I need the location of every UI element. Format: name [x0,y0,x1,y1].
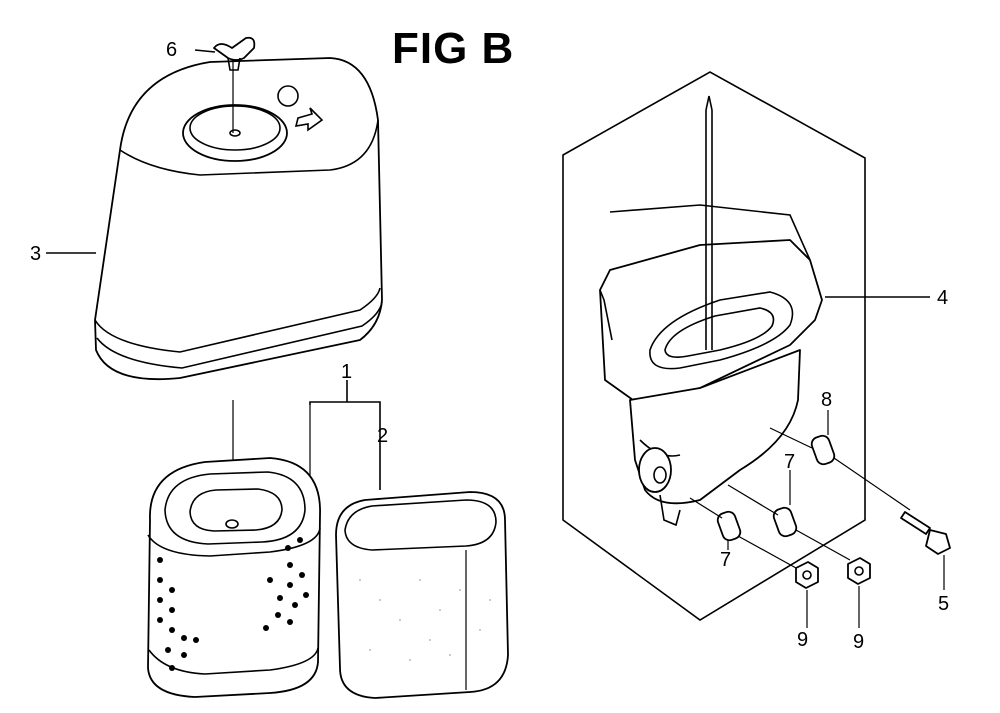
foam-pre-filter [335,491,509,699]
wing-nut [194,36,256,71]
callout-7-upper: 7 [784,451,796,473]
callout-9-right: 9 [853,631,865,653]
callout-6: 6 [166,39,178,61]
callout-1: 1 [341,361,353,383]
callout-3: 3 [30,243,42,265]
air-cleaner-case [599,95,823,527]
bolt-5 [900,511,951,590]
nut-9-left [795,561,819,628]
callout-8: 8 [821,389,833,411]
collar-7-lower [689,497,797,569]
air-cleaner-cover [94,57,383,381]
nut-9-right [847,557,871,628]
figure-title: FIG B [392,24,515,73]
callout-4: 4 [937,287,949,309]
callout-7-lower: 7 [720,549,732,571]
collar-7-upper [727,470,851,561]
callout-2: 2 [377,425,389,447]
callout-9-left: 9 [797,629,809,651]
assembly-outline [562,71,866,621]
filter-element [147,405,321,698]
collar-8 [769,410,911,511]
callout-5: 5 [938,593,950,615]
